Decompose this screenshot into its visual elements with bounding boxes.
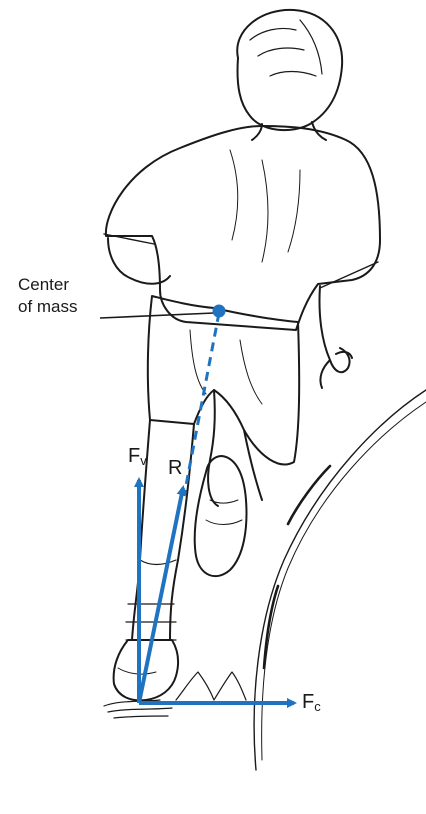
center-of-mass-label-line2: of mass xyxy=(18,296,78,318)
runner-figure xyxy=(104,10,426,770)
centripetal-force-label: Fc xyxy=(302,692,321,717)
center-of-mass-dot xyxy=(213,305,226,318)
vertical-force-label-main: F xyxy=(128,445,140,467)
runner-shirt xyxy=(106,126,380,330)
runner-trailing-shoe xyxy=(195,456,247,576)
vertical-force-label-sub: v xyxy=(140,453,147,468)
centripetal-force-label-sub: c xyxy=(314,699,321,714)
center-of-mass-label: Center of mass xyxy=(18,274,78,318)
center-of-mass-label-line1: Center xyxy=(18,274,78,296)
resultant-force-label: R xyxy=(168,458,182,478)
runner-right-arm xyxy=(319,286,352,388)
runner-trailing-leg xyxy=(208,390,218,506)
runner-head xyxy=(237,10,342,130)
track-curve xyxy=(254,390,426,770)
center-of-mass-leader xyxy=(100,313,214,318)
centripetal-force-label-main: F xyxy=(302,691,314,713)
vertical-force-label: Fv xyxy=(128,446,147,471)
runner-shorts xyxy=(148,296,299,464)
